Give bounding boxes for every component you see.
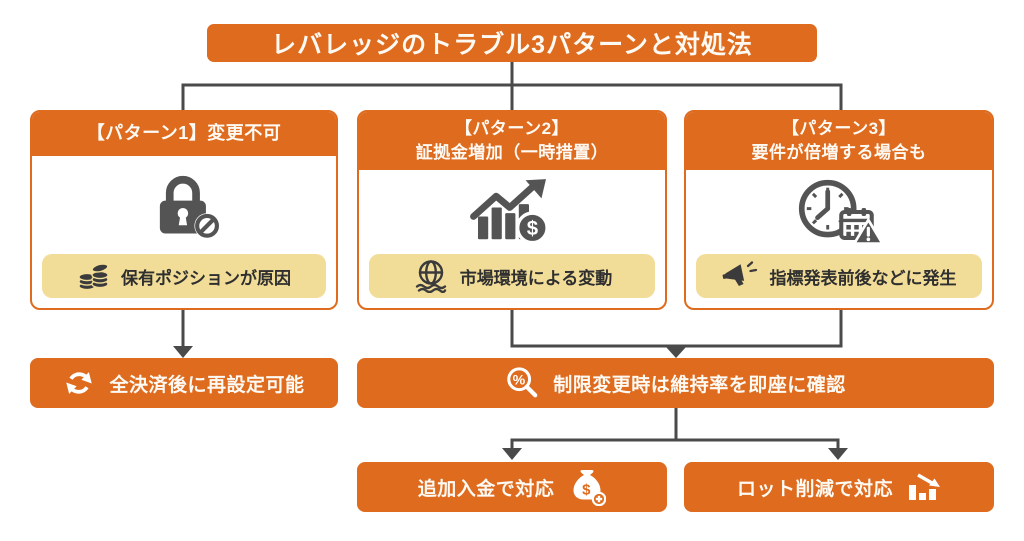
pattern1-result-text: 全決済後に再設定可能 [109,374,305,396]
coins-icon [77,260,111,292]
lock-prohibited-icon [144,156,224,254]
pattern1-cause-text: 保有ポジションが原因 [121,268,291,288]
pattern2-header-line1: 【パターン2】 [454,119,570,139]
connector-patterns23-merge [510,310,843,358]
pattern2-cause-label: 市場環境による変動 [369,254,655,298]
money-bag-plus-icon: $ [568,468,607,506]
action-lot-reduction-text: ロット削減で対応 [736,478,893,500]
pattern3-cause-label: 指標発表前後などに発生 [696,254,982,298]
pattern1-cause-label: 保有ポジションが原因 [42,254,326,298]
action-deposit-text: 追加入金で対応 [417,478,555,500]
check-note-text: 制限変更時は維持率を即座に確認 [553,374,846,396]
pattern2-header: 【パターン2】 証拠金増加（一時措置） [359,112,665,170]
svg-text:$: $ [582,482,591,499]
pattern3-header-line1: 【パターン3】 [781,119,897,139]
connector-title-to-cards [181,62,843,111]
check-note-bar: % 制限変更時は維持率を即座に確認 [357,358,994,408]
pattern2-header-line2: 証拠金増加（一時措置） [415,143,609,162]
refresh-icon [63,367,95,399]
clock-calendar-alert-icon [792,170,886,254]
pattern1-body: 保有ポジションが原因 [32,156,336,308]
pattern3-body: 指標発表前後などに発生 [686,170,992,308]
svg-text:%: % [513,372,526,388]
pattern3-header: 【パターン3】 要件が倍増する場合も [686,112,992,170]
pattern2-card: 【パターン2】 証拠金増加（一時措置） $ [357,110,667,310]
pattern3-cause-text: 指標発表前後などに発生 [769,268,957,288]
megaphone-icon [722,260,760,292]
pattern3-header-line2: 要件が倍増する場合も [751,143,927,162]
magnifier-percent-icon: % [505,366,539,400]
connector-check-split [502,408,848,460]
pattern1-header: 【パターン1】変更不可 [32,112,336,156]
action-deposit-bar: 追加入金で対応 $ [357,462,667,512]
action-lot-reduction-bar: ロット削減で対応 [684,462,994,512]
pattern1-header-text: 【パターン1】変更不可 [86,123,282,144]
pattern3-card: 【パターン3】 要件が倍増する場合も [684,110,994,310]
chart-up-dollar-icon: $ [467,170,557,254]
pattern2-body: $ 市場環境による変動 [359,170,665,308]
pattern1-result-bar: 全決済後に再設定可能 [30,358,338,408]
page-title: レバレッジのトラブル3パターンと対処法 [271,31,753,59]
svg-text:$: $ [527,218,539,240]
pattern2-cause-text: 市場環境による変動 [459,268,613,288]
title-banner: レバレッジのトラブル3パターンと対処法 [207,24,817,62]
globe-waves-icon [412,259,450,293]
declining-bars-icon [907,472,941,502]
pattern1-card: 【パターン1】変更不可 [30,110,338,310]
connector-pattern1-arrow [173,310,193,358]
